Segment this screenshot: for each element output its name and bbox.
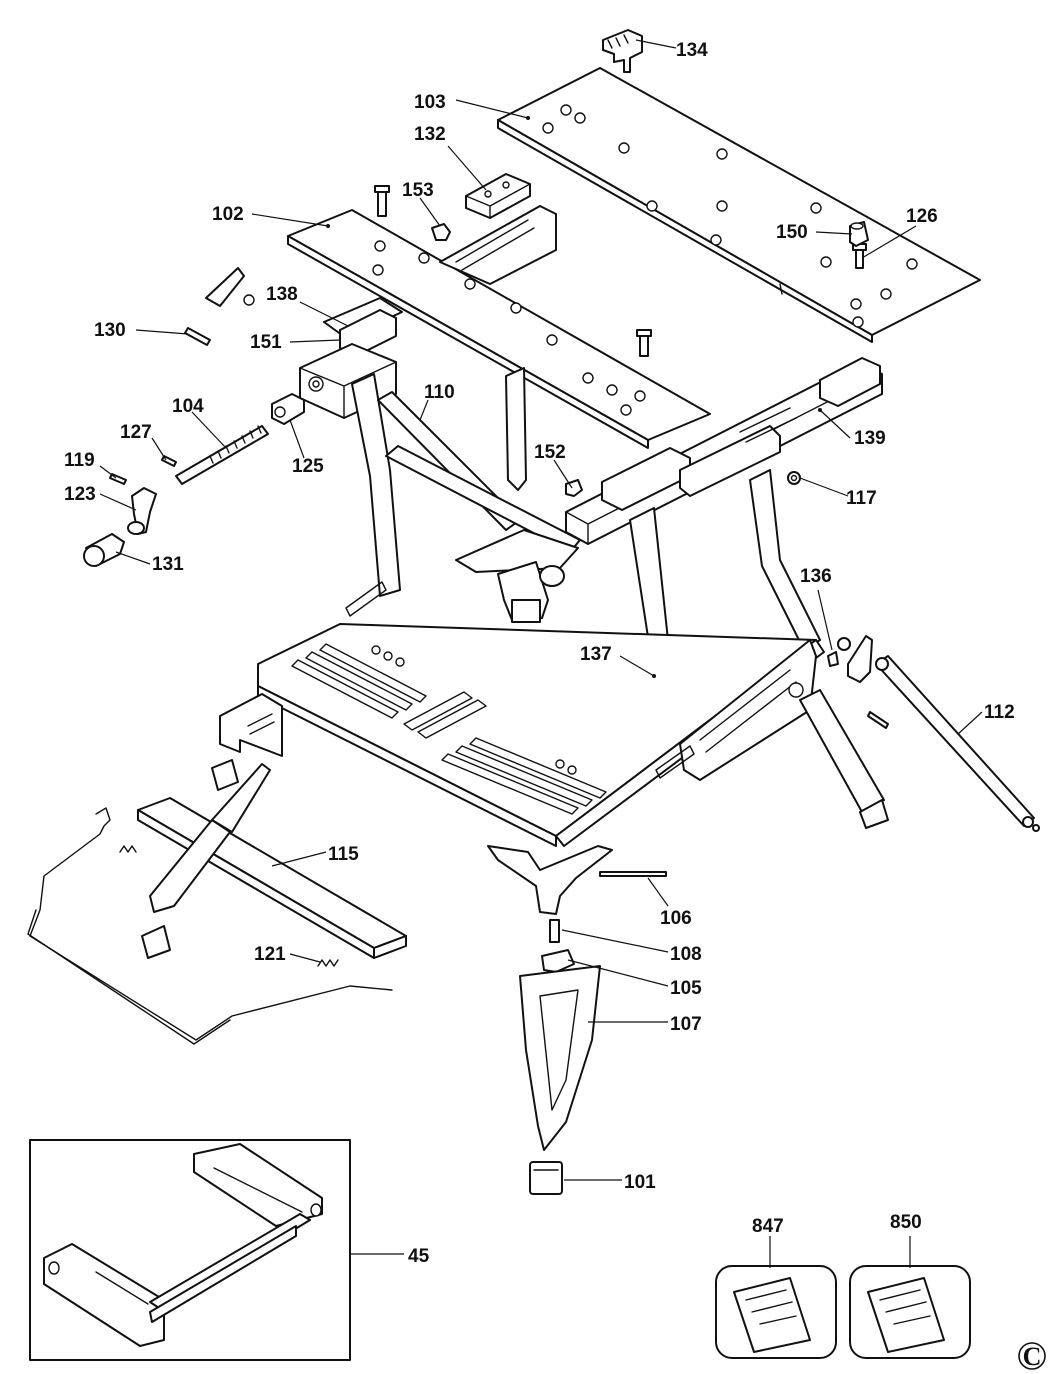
callout-104: 104 [172, 396, 204, 417]
part-106-rod [599, 871, 667, 877]
callout-137: 137 [580, 644, 612, 665]
part-101-foot-cap [529, 1161, 563, 1195]
callout-110: 110 [424, 382, 455, 403]
springs [119, 845, 339, 967]
part-117-nut [787, 471, 801, 485]
part-153-knob [431, 223, 451, 241]
callout-45: 45 [408, 1246, 430, 1267]
callout-108: 108 [670, 944, 702, 965]
part-clip-bracket [205, 267, 255, 307]
callout-152: 152 [534, 442, 566, 463]
callout-121: 121 [254, 944, 286, 965]
callout-847: 847 [752, 1216, 784, 1237]
part-112-support-arm [867, 655, 1040, 832]
part-102-front-jaw-board [287, 205, 711, 449]
callout-151: 151 [250, 332, 282, 353]
callout-107: 107 [670, 1014, 702, 1035]
callout-850: 850 [890, 1212, 922, 1233]
callout-106: 106 [660, 908, 692, 929]
part-105-cap [541, 949, 575, 973]
callout-150: 150 [776, 222, 808, 243]
part-104-screw [175, 425, 269, 485]
part-136-screw [827, 635, 873, 683]
part-cap-upper [211, 759, 239, 791]
callout-136: 136 [800, 566, 832, 587]
callout-126: 126 [906, 206, 938, 227]
part-150-bushing [849, 221, 869, 247]
callout-139: 139 [854, 428, 886, 449]
part-131-grip [83, 533, 125, 567]
part-leg-bracket [487, 845, 613, 915]
callout-138: 138 [266, 284, 298, 305]
part-left-bracket [219, 693, 283, 757]
part-frame-assembly [257, 357, 889, 847]
copyright-mark: C [1018, 1342, 1046, 1371]
callout-131: 131 [152, 554, 184, 575]
callout-130: 130 [94, 320, 126, 341]
part-123-handle [127, 487, 157, 535]
callout-127: 127 [120, 422, 152, 443]
part-130-pin [184, 327, 211, 346]
part-103-rear-jaw-board [497, 67, 981, 343]
callout-117: 117 [846, 488, 877, 509]
callout-119: 119 [64, 450, 95, 471]
part-115-rail [137, 763, 407, 959]
callout-123: 123 [64, 484, 96, 505]
callout-153: 153 [402, 180, 434, 201]
hardware-bag-850 [849, 1265, 971, 1359]
callout-102: 102 [212, 204, 244, 225]
part-108-pin [549, 919, 560, 943]
hardware-bag-847 [715, 1265, 837, 1359]
part-125-nut [271, 393, 305, 425]
part-wire-frame [27, 807, 393, 1045]
inset-45 [29, 1139, 351, 1361]
part-132-block [465, 173, 531, 219]
callout-115: 115 [328, 844, 359, 865]
part-107-leg [519, 965, 601, 1151]
callout-103: 103 [414, 92, 446, 113]
part-cap-lower [141, 925, 171, 959]
callout-134: 134 [676, 40, 708, 61]
leader-lines [99, 39, 983, 1268]
callout-labels: 134 103 132 153 102 150 126 138 130 151 … [64, 40, 1015, 1267]
callout-101: 101 [624, 1172, 656, 1193]
callout-105: 105 [670, 978, 702, 999]
part-134-clamp-peg [602, 29, 643, 73]
callout-132: 132 [414, 124, 446, 145]
callout-125: 125 [292, 456, 324, 477]
copyright-letter: C [1023, 1342, 1042, 1371]
callout-112: 112 [984, 702, 1015, 723]
